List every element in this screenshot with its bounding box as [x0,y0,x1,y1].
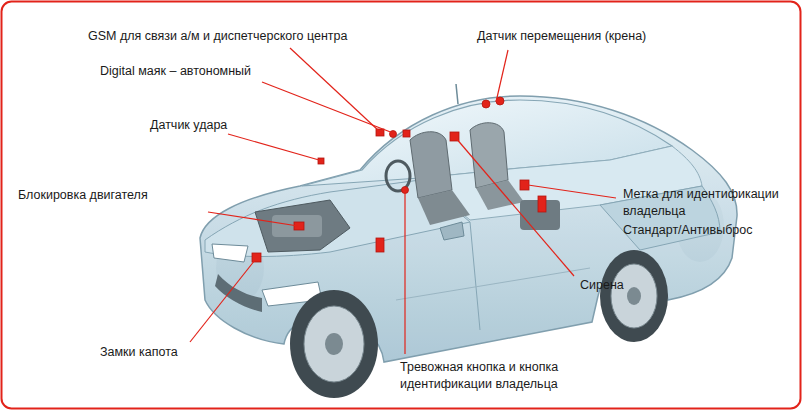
label-text: Digital маяк – автономный [100,64,251,78]
label-text: Тревожная кнопка и кнопка идентификации … [400,360,558,391]
callout-label: Замки капота [100,344,178,361]
label-text: Блокировка двигателя [18,188,148,202]
label-text: Датчик перемещения (крена) [477,29,646,43]
callout-label: Digital маяк – автономный [100,63,251,80]
label-text: Замки капота [100,345,178,359]
label-text: GSM для связи а/м и диспетчерского центр… [88,29,347,43]
callout-label: Датчик удара [150,117,227,134]
callout-label: Блокировка двигателя [18,187,148,204]
label-text: Стандарт/Антивыброс [623,223,752,237]
label-text: Сирена [580,278,624,292]
callout-label: Тревожная кнопка и кнопка идентификации … [400,359,585,393]
callout-label: Стандарт/Антивыброс [623,222,752,239]
label-text: Датчик удара [150,118,227,132]
callout-label: GSM для связи а/м и диспетчерского центр… [88,28,347,45]
callout-label: Метка для идентификации владельца [623,186,795,220]
callout-label: Сирена [580,277,624,294]
label-text: Метка для идентификации владельца [623,187,779,218]
callout-label: Датчик перемещения (крена) [477,28,646,45]
